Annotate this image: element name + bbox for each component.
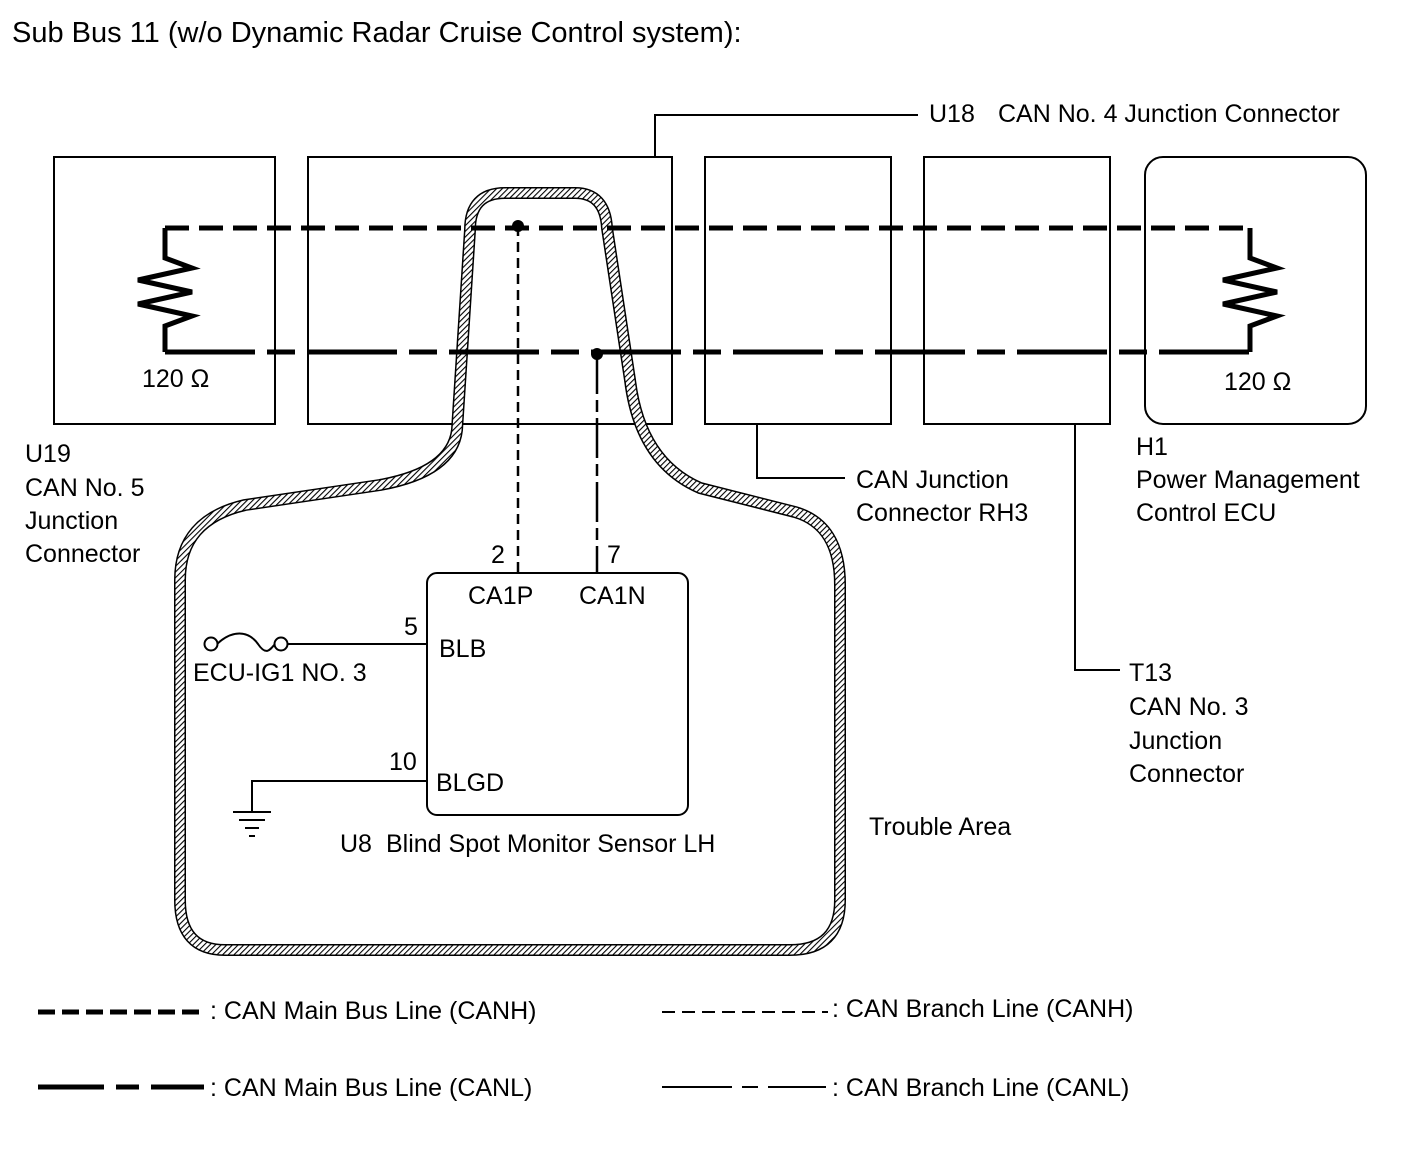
- u18-connector-box: [307, 156, 673, 425]
- pin-blb-label: BLB: [439, 635, 486, 663]
- t13-name-line-3: Connector: [1129, 760, 1244, 788]
- u19-code: U19: [25, 440, 71, 468]
- pin-2-number: 2: [491, 541, 505, 569]
- diagram-title: Sub Bus 11 (w/o Dynamic Radar Cruise Con…: [12, 17, 742, 49]
- h1-resistor-120ohm: [1222, 228, 1286, 352]
- u8-sensor-box: [426, 572, 689, 816]
- h1-name-line-1: Power Management: [1136, 466, 1360, 494]
- h1-name-line-2: Control ECU: [1136, 499, 1276, 527]
- ground-icon: [233, 811, 271, 837]
- fuse-icon: [216, 632, 276, 652]
- u8-name: Blind Spot Monitor Sensor LH: [386, 830, 715, 858]
- rh3-leader-line: [756, 424, 845, 479]
- u18-leader-line: [654, 114, 918, 157]
- rh3-name-line-1: CAN Junction: [856, 466, 1009, 494]
- u18-code: U18: [929, 100, 975, 128]
- u18-label: U18 CAN No. 4 Junction Connector: [929, 100, 1340, 128]
- pin-7-number: 7: [607, 541, 621, 569]
- pin-ca1n-label: CA1N: [579, 582, 646, 610]
- rh3-name-line-2: Connector RH3: [856, 499, 1028, 527]
- t13-leader-line: [1074, 424, 1120, 671]
- h1-resistor-label: 120 Ω: [1224, 368, 1291, 396]
- legend-branch-canh-label: : CAN Branch Line (CANH): [832, 995, 1133, 1023]
- pin-blgd-label: BLGD: [436, 769, 504, 797]
- u19-resistor-label: 120 Ω: [142, 365, 209, 393]
- fuse-right-terminal: [273, 636, 289, 652]
- u19-name-line-2: Junction: [25, 507, 118, 535]
- legend-main-canl-label: : CAN Main Bus Line (CANL): [210, 1074, 532, 1102]
- h1-code: H1: [1136, 433, 1168, 461]
- t13-name-line-2: Junction: [1129, 727, 1222, 755]
- u8-code: U8: [340, 830, 372, 858]
- trouble-area-label: Trouble Area: [869, 813, 1011, 841]
- rh3-connector-box: [704, 156, 892, 425]
- pin-ca1p-label: CA1P: [468, 582, 533, 610]
- t13-code: T13: [1129, 659, 1172, 687]
- u19-name-line-1: CAN No. 5: [25, 474, 144, 502]
- u19-connector-box: [53, 156, 276, 425]
- t13-name-line-1: CAN No. 3: [1129, 693, 1248, 721]
- u18-name: CAN No. 4 Junction Connector: [998, 100, 1340, 128]
- u19-name-line-3: Connector: [25, 540, 140, 568]
- trouble-area-hatch: [175, 188, 845, 955]
- pin-10-number: 10: [389, 748, 417, 776]
- legend-main-canh-label: : CAN Main Bus Line (CANH): [210, 997, 536, 1025]
- legend-branch-canl-label: : CAN Branch Line (CANL): [832, 1074, 1129, 1102]
- h1-ecu-box: [1144, 156, 1367, 425]
- fuse-label: ECU-IG1 NO. 3: [193, 659, 367, 687]
- fuse-left-terminal: [203, 636, 219, 652]
- pin-5-number: 5: [404, 613, 418, 641]
- u19-resistor-120ohm: [137, 228, 201, 352]
- blgd-wire: [251, 780, 427, 812]
- t13-connector-box: [923, 156, 1111, 425]
- u8-sensor-label: U8 Blind Spot Monitor Sensor LH: [340, 830, 715, 858]
